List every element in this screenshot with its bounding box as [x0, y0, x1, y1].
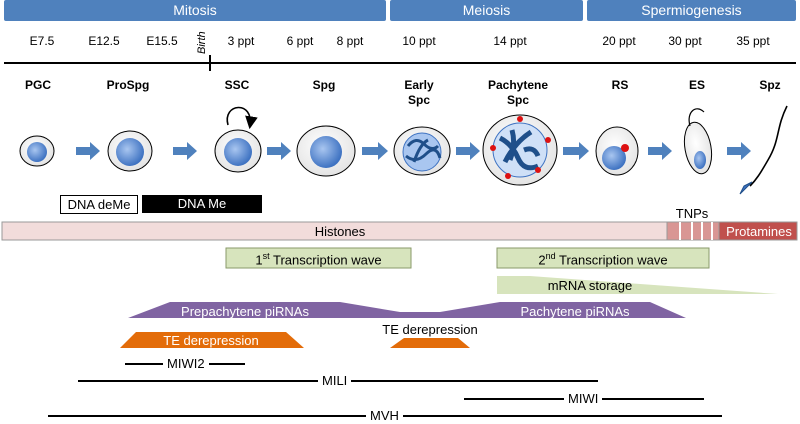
- transcription-wave-2-label: 2nd Transcription wave: [538, 251, 668, 268]
- timepoint-e7-5: E7.5: [29, 34, 55, 48]
- stage-spz: Spz: [759, 78, 781, 92]
- timepoint-6ppt: 6 ppt: [286, 34, 314, 48]
- transcription-wave-1-label: 1st Transcription wave: [255, 251, 382, 268]
- te-derepression-2-label: TE derepression: [382, 322, 478, 337]
- stage-prospg: ProSpg: [106, 78, 150, 92]
- rs-cell: [595, 126, 639, 176]
- te-derepression-2-shape: [390, 338, 470, 348]
- prepachytene-pirnas-label: Prepachytene piRNAs: [181, 304, 309, 319]
- protamines-label: Protamines: [726, 224, 792, 239]
- transcription-wave-2: [496, 247, 710, 269]
- te-derepression-1-shape: [120, 332, 304, 348]
- dna-demethylation-box: DNA deMe: [60, 195, 138, 214]
- ssc-cell: [214, 106, 262, 173]
- phase-meiosis: Meiosis: [390, 0, 583, 21]
- timepoint-3ppt: 3 ppt: [227, 34, 255, 48]
- mrna-storage-shape: [497, 276, 778, 294]
- timepoint-30ppt: 30 ppt: [668, 34, 702, 48]
- protamines-bar: [718, 221, 798, 241]
- stage-pgc: PGC: [24, 78, 51, 92]
- self-renewal-arrow: [226, 106, 258, 130]
- pachytene-spc-cell: [482, 114, 558, 186]
- dna-methylation-box: DNA Me: [142, 195, 262, 213]
- pirna-band: [128, 302, 686, 318]
- timepoint-20ppt: 20 ppt: [602, 34, 636, 48]
- es-cell: [683, 108, 713, 175]
- phase-mitosis: Mitosis: [4, 0, 386, 21]
- spg-cell: [296, 125, 356, 177]
- spz-cell: [739, 105, 788, 195]
- timepoint-8ppt: 8 ppt: [336, 34, 364, 48]
- early-spc-cell: [393, 126, 451, 176]
- miwi-label: MIWI: [564, 392, 603, 406]
- te-derepression-1-label: TE derepression: [163, 333, 259, 348]
- tnps-label: TNPs: [675, 206, 709, 221]
- transcription-wave-1: [225, 247, 412, 269]
- stage-rs: RS: [611, 78, 629, 92]
- prospg-cell: [107, 130, 153, 172]
- timepoint-35ppt: 35 ppt: [736, 34, 770, 48]
- mrna-storage-label: mRNA storage: [547, 278, 633, 293]
- phase-spermiogenesis: Spermiogenesis: [587, 0, 796, 21]
- timepoint-e15-5: E15.5: [146, 34, 178, 48]
- stage-ssc: SSC: [224, 78, 250, 92]
- timepoint-e12-5: E12.5: [88, 34, 120, 48]
- histones-label: Histones: [314, 224, 366, 239]
- timepoint-10ppt: 10 ppt: [402, 34, 436, 48]
- stage-es: ES: [688, 78, 705, 92]
- pgc-cell: [19, 135, 55, 167]
- timepoint-14ppt: 14 ppt: [493, 34, 527, 48]
- mili-label: MILI: [318, 374, 352, 388]
- miwi2-label: MIWI2: [163, 357, 209, 371]
- pachytene-pirnas-label: Pachytene piRNAs: [520, 304, 630, 319]
- stage-spg: Spg: [312, 78, 336, 92]
- mvh-label: MVH: [366, 409, 403, 423]
- progression-arrows: [76, 142, 751, 160]
